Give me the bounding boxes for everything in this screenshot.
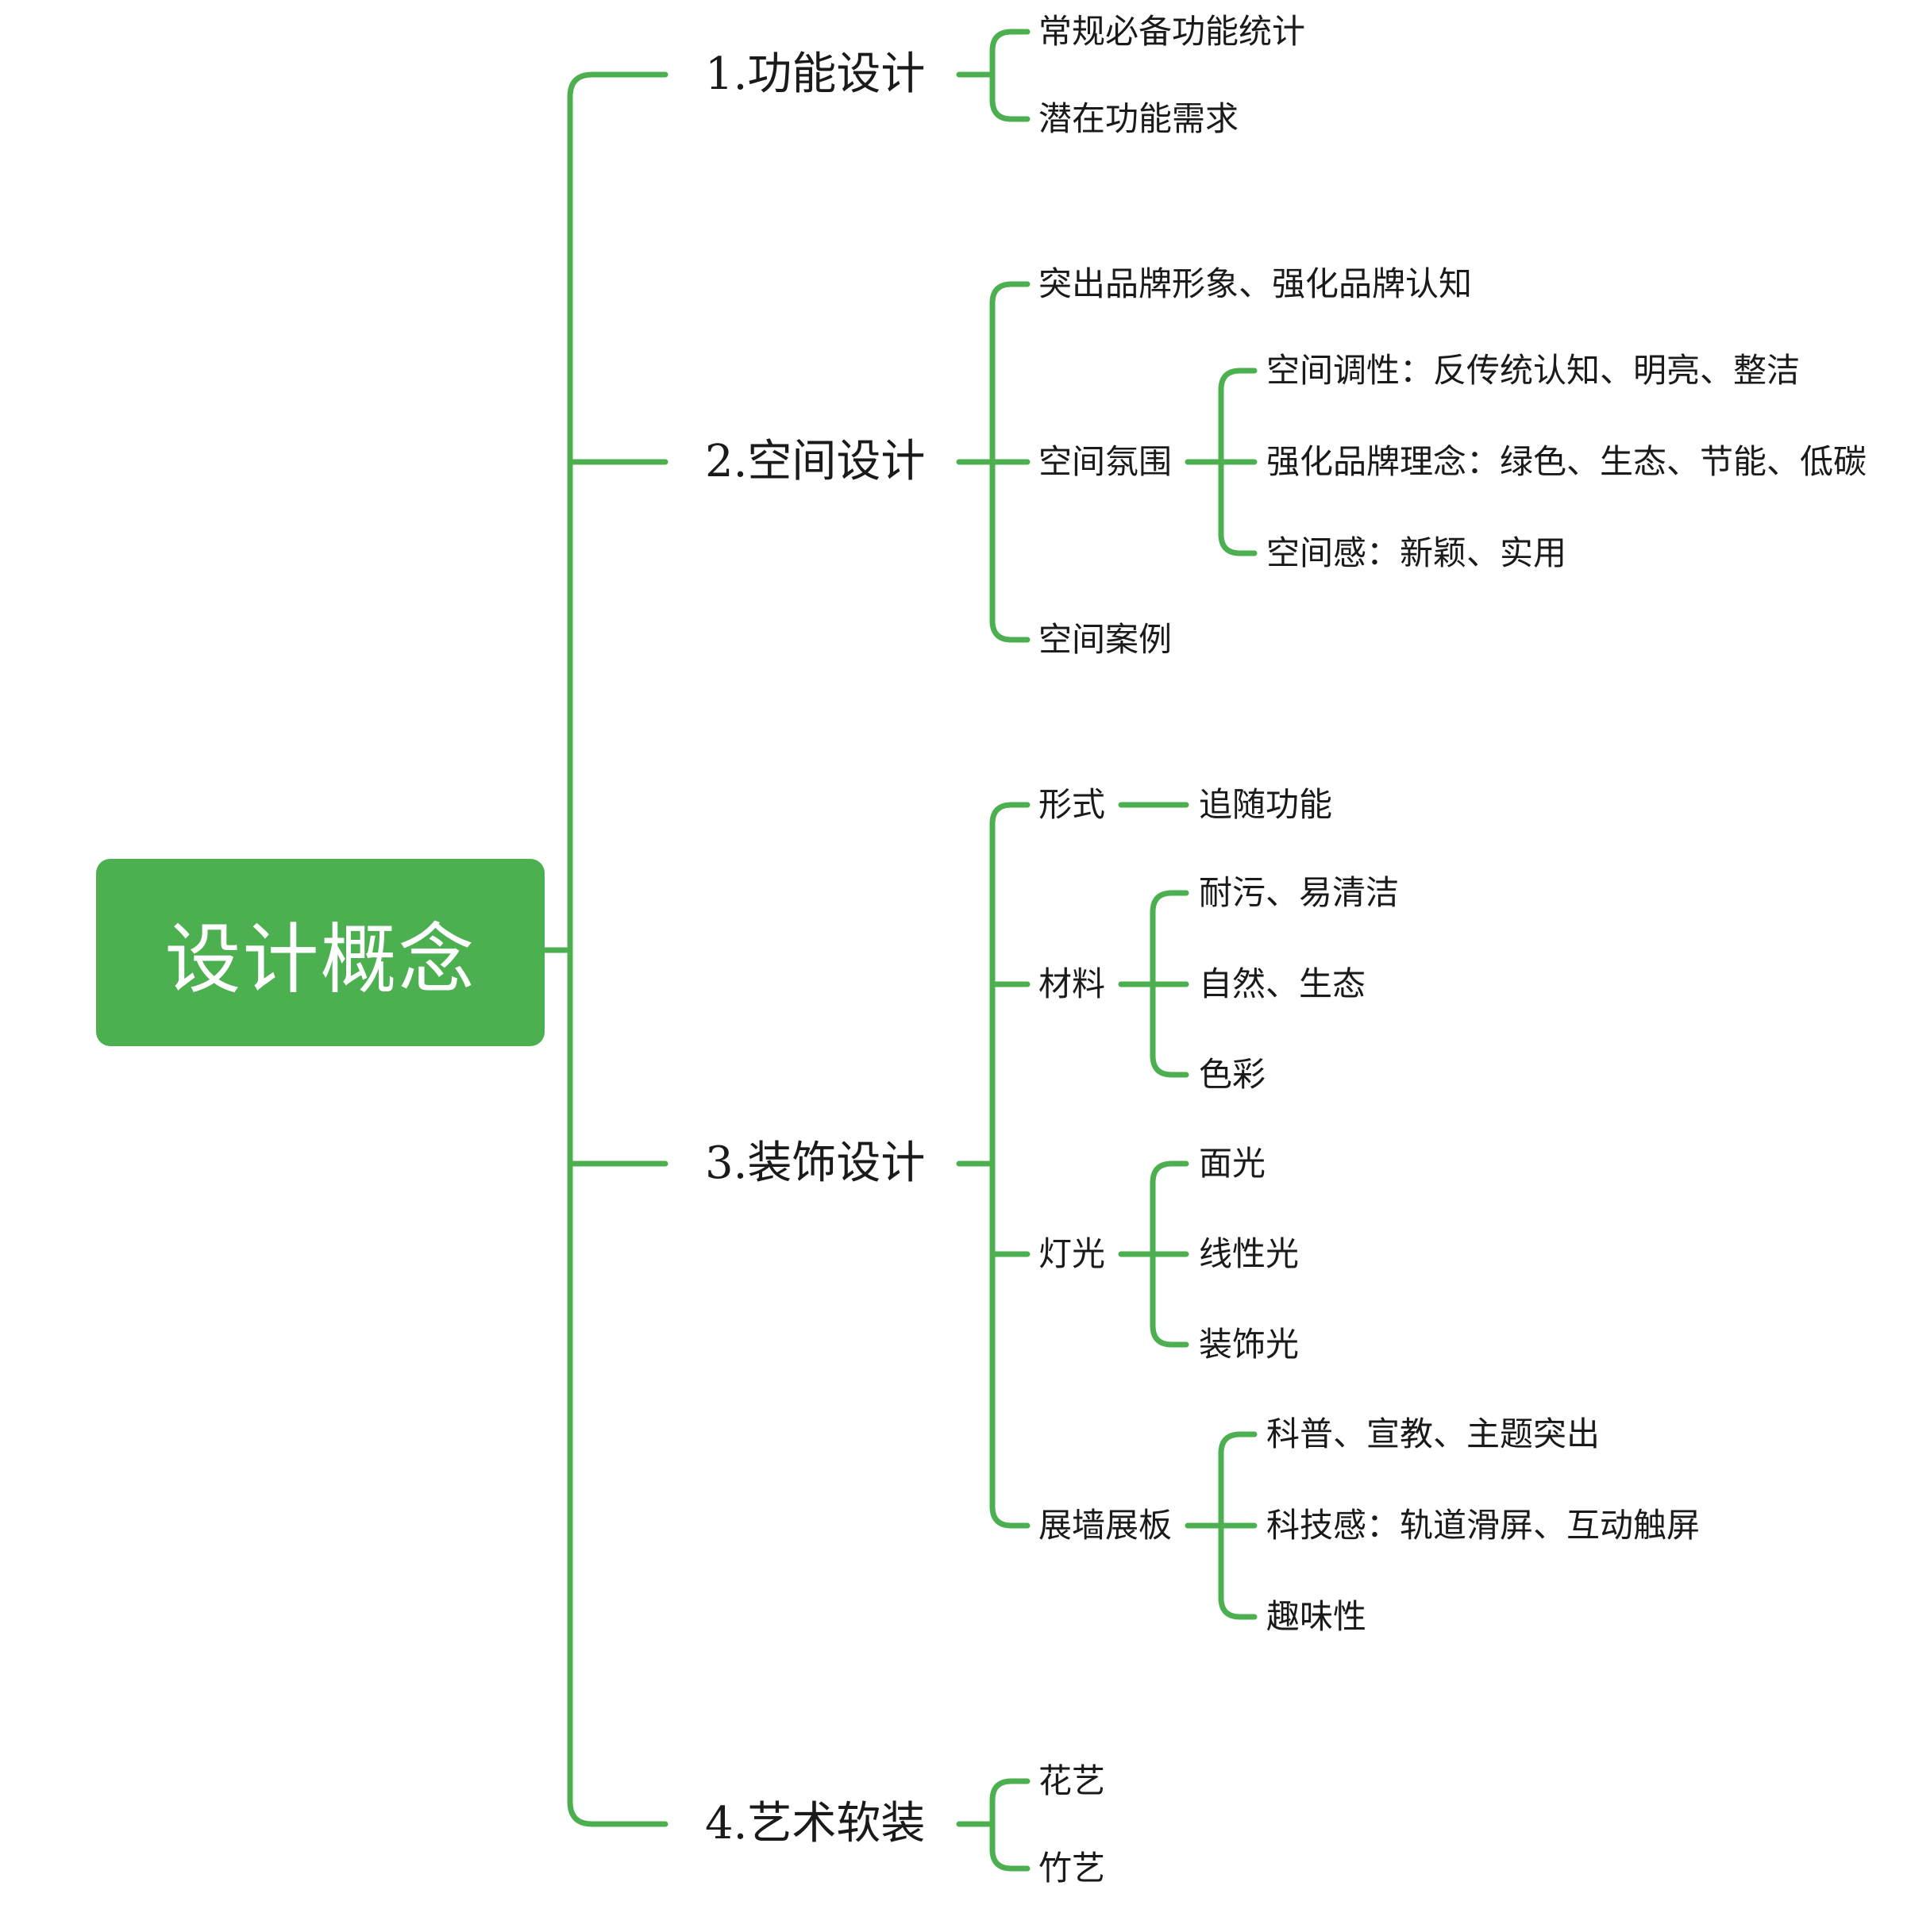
root-node[interactable]: 设计概念	[96, 859, 545, 1046]
node-material[interactable]: 材料	[1038, 964, 1106, 1003]
node-surface-light[interactable]: 面光	[1199, 1144, 1266, 1183]
branch-decoration-design[interactable]: 3.装饰设计	[705, 1137, 926, 1189]
node-color[interactable]: 色彩	[1199, 1055, 1266, 1094]
node-lighting[interactable]: 灯光	[1038, 1234, 1106, 1273]
connector-root	[541, 71, 668, 1827]
root-label: 设计概念	[164, 914, 476, 1004]
node-floral-art[interactable]: 花艺	[1038, 1761, 1106, 1800]
node-natural-ecological[interactable]: 自然、生态	[1199, 964, 1366, 1003]
connector-branch-2-path	[956, 281, 1031, 643]
connector-branch-4	[956, 1778, 1031, 1872]
connector-atmosphere-path	[1185, 368, 1258, 556]
connector-branch-3	[956, 802, 1031, 1529]
connector-atmosphere	[1185, 368, 1258, 556]
node-fun[interactable]: 趣味性	[1266, 1597, 1367, 1636]
node-stain-resistant[interactable]: 耐污、易清洁	[1199, 873, 1400, 912]
node-potential-needs[interactable]: 潜在功能需求	[1038, 99, 1239, 138]
connector-material	[1118, 890, 1189, 1078]
node-exhibition-walls[interactable]: 展墙展板	[1038, 1506, 1173, 1545]
connector-lighting-path	[1118, 1160, 1189, 1348]
connector-walls	[1185, 1431, 1258, 1620]
node-space-tone[interactable]: 空间调性：反传统认知、明亮、整洁	[1266, 351, 1801, 390]
connector-root-path	[541, 71, 668, 1827]
connector-branch-3-path	[956, 802, 1031, 1529]
connector-lighting	[1118, 1160, 1189, 1348]
node-sense-of-space[interactable]: 空间感：新颖、实用	[1266, 533, 1567, 572]
node-brand-philosophy[interactable]: 强化品牌理念：绿色、生态、节能、低碳	[1266, 442, 1867, 481]
node-brand-image[interactable]: 突出品牌形象、强化品牌认知	[1038, 264, 1473, 303]
node-bamboo-art[interactable]: 竹艺	[1038, 1849, 1106, 1888]
node-space-atmosphere[interactable]: 空间氛围	[1038, 442, 1173, 481]
node-standard-functions[interactable]: 常规必备功能统计	[1038, 12, 1306, 51]
node-follow-function[interactable]: 追随功能	[1199, 785, 1333, 824]
branch-art-soft-furnishing[interactable]: 4.艺术软装	[705, 1798, 926, 1849]
connector-walls-path	[1185, 1431, 1258, 1620]
connector-branch-1	[956, 29, 1031, 122]
node-tech-sense[interactable]: 科技感：轨道滑屏、互动触屏	[1266, 1506, 1701, 1545]
node-decorative-light[interactable]: 装饰光	[1199, 1325, 1300, 1364]
branch-functional-design[interactable]: 1.功能设计	[705, 48, 926, 100]
connector-branch-4-path	[956, 1778, 1031, 1872]
node-science-education[interactable]: 科普、宣教、主题突出	[1266, 1414, 1601, 1453]
branch-space-design[interactable]: 2.空间设计	[705, 436, 926, 487]
connector-material-path	[1118, 890, 1189, 1078]
node-form[interactable]: 形式	[1038, 785, 1106, 824]
connector-branch-2	[956, 281, 1031, 643]
connector-branch-1-path	[956, 29, 1031, 122]
node-space-cases[interactable]: 空间案例	[1038, 620, 1173, 659]
node-linear-light[interactable]: 线性光	[1199, 1234, 1300, 1273]
